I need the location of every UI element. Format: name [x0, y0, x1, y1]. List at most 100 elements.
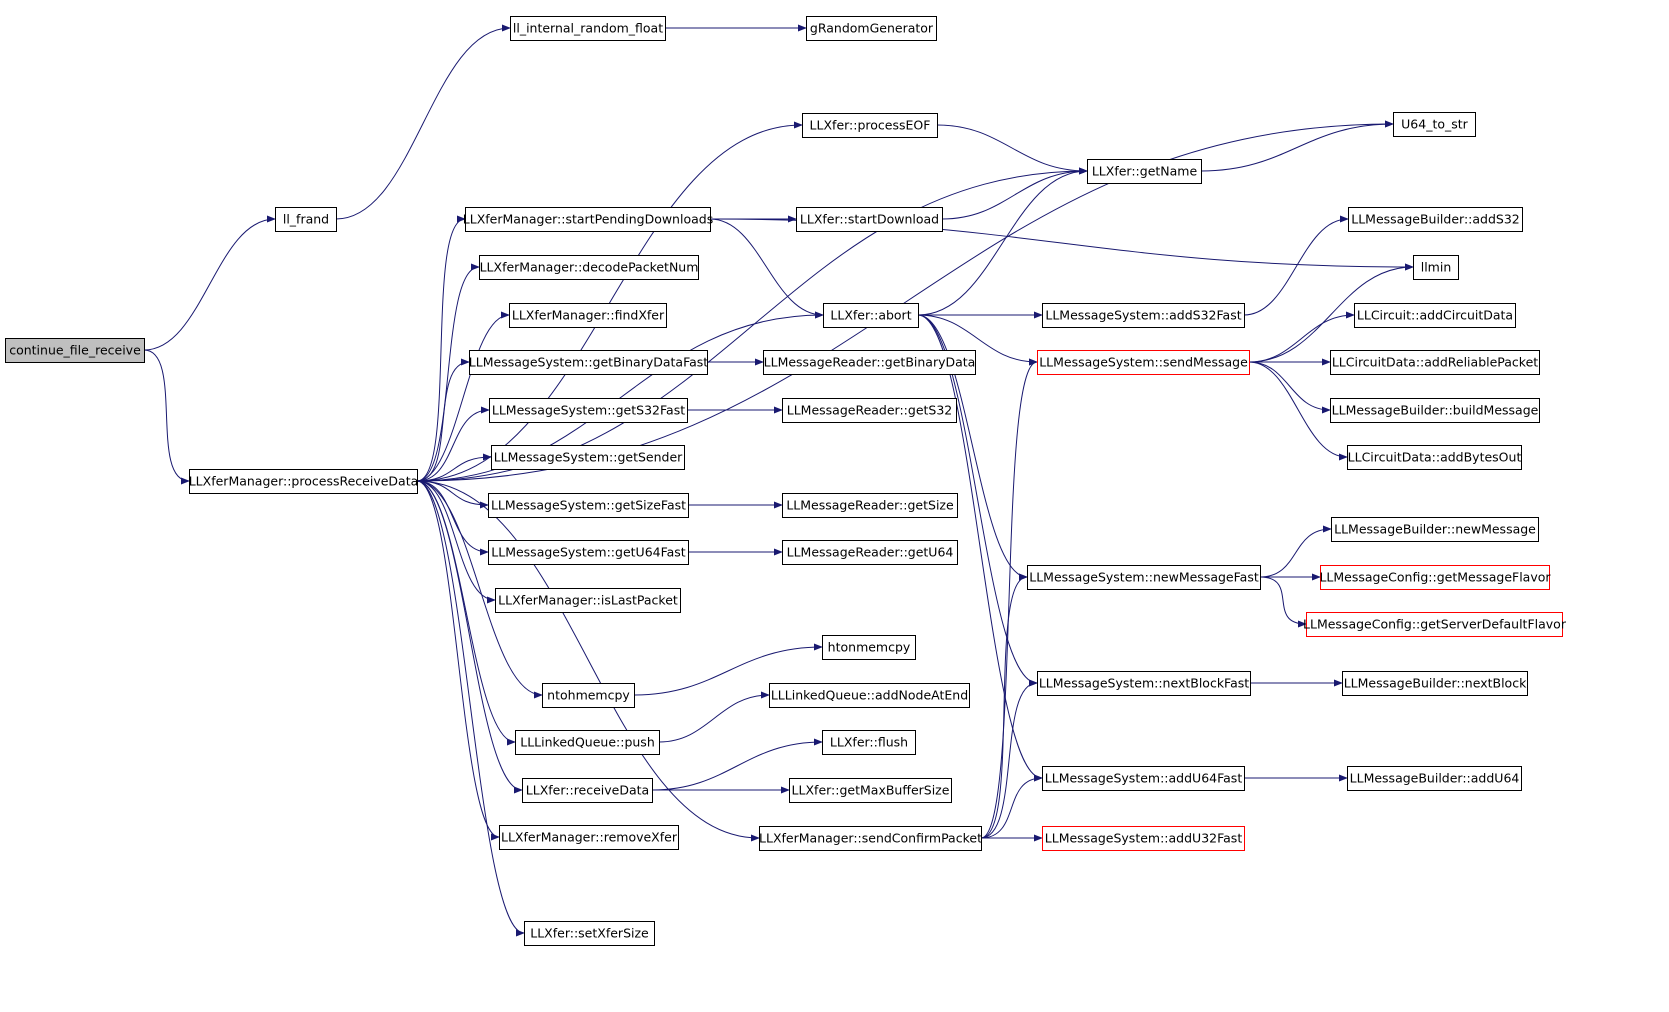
node-label: LLXferManager::findXfer: [512, 308, 665, 323]
edge-abort-to-nextBlockFast: [917, 314, 1038, 687]
node-continue_file_receive[interactable]: continue_file_receive: [5, 338, 145, 363]
node-label: llmin: [1421, 260, 1452, 275]
node-decodePacketNum[interactable]: LLXferManager::decodePacketNum: [479, 255, 699, 280]
node-box: [1087, 159, 1202, 184]
node-label: LLMessageReader::getSize: [786, 498, 954, 513]
node-label: LLMessageBuilder::nextBlock: [1344, 676, 1527, 691]
node-box: [1347, 766, 1522, 791]
edge-processReceiveData-to-sendConfirmPacket: [416, 480, 760, 842]
node-box: [823, 303, 919, 328]
node-box: [769, 683, 970, 708]
node-addU32Fast[interactable]: LLMessageSystem::addU32Fast: [1042, 826, 1245, 851]
node-setXferSize[interactable]: LLXfer::setXferSize: [524, 921, 655, 946]
node-receiveData[interactable]: LLXfer::receiveData: [522, 778, 653, 803]
node-nextBlock[interactable]: LLMessageBuilder::nextBlock: [1342, 671, 1528, 696]
node-getSizeFast[interactable]: LLMessageSystem::getSizeFast: [488, 493, 689, 518]
edge-processReceiveData-to-ntohmemcpy: [416, 480, 543, 699]
node-sendMessage[interactable]: LLMessageSystem::sendMessage: [1037, 350, 1250, 375]
node-getName[interactable]: LLXfer::getName: [1087, 159, 1202, 184]
nodes-layer: continue_file_receive ll_frand ll_internal…: [5, 16, 1567, 946]
node-startDownload[interactable]: LLXfer::startDownload: [796, 207, 943, 232]
node-buildMessage[interactable]: LLMessageBuilder::buildMessage: [1330, 398, 1540, 423]
node-ll_frand[interactable]: ll_frand: [275, 207, 337, 232]
node-addNodeAtEnd[interactable]: LLLinkedQueue::addNodeAtEnd: [769, 683, 970, 708]
node-newMessage[interactable]: LLMessageBuilder::newMessage: [1331, 517, 1539, 542]
node-getBinaryDataFast[interactable]: LLMessageSystem::getBinaryDataFast: [469, 350, 709, 375]
node-label: ll_internal_random_float: [513, 21, 663, 36]
node-box: [1037, 350, 1250, 375]
node-ntohmemcpy[interactable]: ntohmemcpy: [542, 683, 635, 708]
node-sendConfirmPacket[interactable]: LLXferManager::sendConfirmPacket: [759, 826, 982, 851]
edge-processReceiveData-to-getSender: [416, 453, 492, 482]
node-label: LLXfer::setXferSize: [530, 926, 649, 941]
node-getSender[interactable]: LLMessageSystem::getSender: [491, 445, 685, 470]
node-box: [1330, 398, 1540, 423]
node-box: [782, 540, 958, 565]
node-label: LLMessageBuilder::addS32: [1351, 212, 1520, 227]
node-box: [275, 207, 337, 232]
node-getMessageFlavor[interactable]: LLMessageConfig::getMessageFlavor: [1319, 565, 1551, 590]
node-isLastPacket[interactable]: LLXferManager::isLastPacket: [495, 588, 681, 613]
edge-ll_frand-to-ll_internal_random_float: [335, 24, 511, 220]
node-gRandomGenerator[interactable]: gRandomGenerator: [806, 16, 937, 41]
edge-abort-to-getName: [917, 167, 1088, 316]
node-addReliablePacket[interactable]: LLCircuitData::addReliablePacket: [1330, 350, 1540, 375]
node-box: [1348, 207, 1523, 232]
node-processEOF[interactable]: LLXfer::processEOF: [802, 113, 938, 138]
node-label: LLXferManager::removeXfer: [501, 830, 678, 845]
node-box: [515, 730, 660, 755]
node-abort[interactable]: LLXfer::abort: [823, 303, 919, 328]
edge-newMessageFast-to-getServerDefaultFlavor: [1259, 576, 1307, 628]
node-getServerDefaultFlavor[interactable]: LLMessageConfig::getServerDefaultFlavor: [1303, 612, 1567, 637]
node-getU64[interactable]: LLMessageReader::getU64: [782, 540, 958, 565]
node-label: LLMessageReader::getBinaryData: [764, 355, 976, 370]
node-box: [759, 826, 982, 851]
node-startPendingDownloads[interactable]: LLXferManager::startPendingDownloads: [463, 207, 713, 232]
node-processReceiveData[interactable]: LLXferManager::processReceiveData: [189, 469, 419, 494]
node-getU64Fast[interactable]: LLMessageSystem::getU64Fast: [488, 540, 689, 565]
node-flush[interactable]: LLXfer::flush: [822, 730, 916, 755]
edge-addS32Fast-to-addS32: [1243, 215, 1349, 316]
node-label: htonmemcpy: [828, 640, 911, 655]
node-label: LLMessageBuilder::buildMessage: [1332, 403, 1539, 418]
edge-sendConfirmPacket-to-nextBlockFast: [980, 679, 1038, 839]
edge-processReceiveData-to-getS32Fast: [416, 406, 490, 482]
node-addU64Fast[interactable]: LLMessageSystem::addU64Fast: [1042, 766, 1245, 791]
edge-startDownload-to-getName: [941, 167, 1088, 220]
node-label: LLXfer::abort: [830, 308, 911, 323]
node-addS32Fast[interactable]: LLMessageSystem::addS32Fast: [1042, 303, 1245, 328]
node-addCircuitData[interactable]: LLCircuit::addCircuitData: [1354, 303, 1516, 328]
node-htonmemcpy[interactable]: htonmemcpy: [822, 635, 916, 660]
edge-processEOF-to-getName: [936, 124, 1088, 175]
node-U64_to_str[interactable]: U64_to_str: [1393, 112, 1476, 137]
node-box: [542, 683, 635, 708]
node-getMaxBufferSize[interactable]: LLXfer::getMaxBufferSize: [789, 778, 952, 803]
node-addU64[interactable]: LLMessageBuilder::addU64: [1347, 766, 1522, 791]
node-box: [1042, 826, 1245, 851]
node-addBytesOut[interactable]: LLCircuitData::addBytesOut: [1347, 445, 1522, 470]
node-label: LLCircuitData::addBytesOut: [1348, 450, 1522, 465]
node-ll_internal_random_float[interactable]: ll_internal_random_float: [510, 16, 666, 41]
node-box: [522, 778, 653, 803]
node-box: [491, 445, 685, 470]
node-getS32Fast[interactable]: LLMessageSystem::getS32Fast: [489, 398, 688, 423]
node-getBinaryData[interactable]: LLMessageReader::getBinaryData: [763, 350, 976, 375]
node-getSize[interactable]: LLMessageReader::getSize: [782, 493, 958, 518]
node-label: LLXfer::receiveData: [526, 783, 649, 798]
node-nextBlockFast[interactable]: LLMessageSystem::nextBlockFast: [1037, 671, 1251, 696]
edge-sendConfirmPacket-to-newMessageFast: [980, 573, 1028, 839]
node-label: U64_to_str: [1401, 117, 1469, 132]
node-label: LLMessageReader::getS32: [787, 403, 953, 418]
node-push[interactable]: LLLinkedQueue::push: [515, 730, 660, 755]
edge-processReceiveData-to-U64_to_str: [416, 120, 1394, 482]
node-newMessageFast[interactable]: LLMessageSystem::newMessageFast: [1027, 565, 1261, 590]
node-getS32[interactable]: LLMessageReader::getS32: [782, 398, 957, 423]
edge-processReceiveData-to-setXferSize: [416, 480, 525, 937]
node-findXfer[interactable]: LLXferManager::findXfer: [509, 303, 667, 328]
node-addS32[interactable]: LLMessageBuilder::addS32: [1348, 207, 1523, 232]
node-llmin[interactable]: llmin: [1413, 255, 1459, 280]
edge-sendMessage-to-buildMessage: [1248, 361, 1331, 414]
node-removeXfer[interactable]: LLXferManager::removeXfer: [499, 825, 679, 850]
edge-getName-to-U64_to_str: [1200, 120, 1394, 172]
